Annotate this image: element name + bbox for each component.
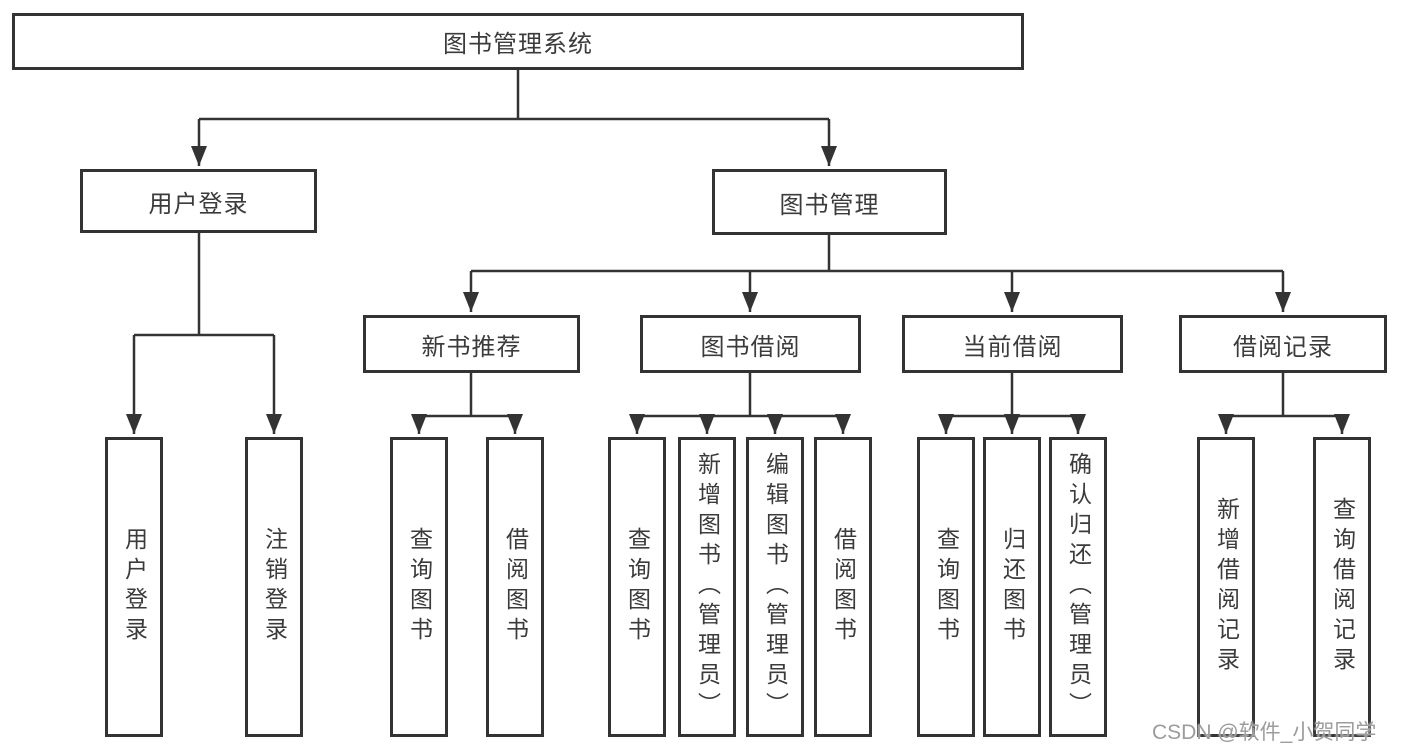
leaf-user-login: 用户登录 [105,437,163,737]
node-label: 用户登录 [148,190,249,218]
node-label: 图书管理 [779,191,880,219]
leaf-label: 新增借阅记录 [1213,497,1240,677]
leaf-add-books-admin: 新增图书（管理员） [678,437,736,737]
node-label: 图书借阅 [700,333,801,361]
node-borrow-records: 借阅记录 [1179,315,1387,373]
leaf-label: 编辑图书（管理员） [762,452,789,722]
leaf-confirm-return-admin: 确认归还（管理员） [1049,437,1107,737]
leaf-return-books: 归还图书 [983,437,1041,737]
leaf-label: 查询图书 [406,527,433,647]
node-label: 图书管理系统 [443,31,593,58]
leaf-logout: 注销登录 [245,437,303,737]
node-library-management-system: 图书管理系统 [12,13,1024,70]
leaf-label: 借阅图书 [502,527,529,647]
leaf-label: 确认归还（管理员） [1065,452,1092,722]
leaf-edit-books-admin: 编辑图书（管理员） [746,437,804,737]
leaf-add-borrow-record: 新增借阅记录 [1197,437,1255,737]
node-book-borrow: 图书借阅 [640,315,861,373]
leaf-label: 注销登录 [261,527,288,647]
leaf-query-books-recommend: 查询图书 [390,437,448,737]
node-new-book-recommend: 新书推荐 [363,315,580,373]
node-user-login: 用户登录 [80,169,317,233]
leaf-label: 用户登录 [121,527,148,647]
leaf-label: 借阅图书 [830,527,857,647]
leaf-borrow-books-recommend: 借阅图书 [486,437,544,737]
leaf-label: 查询借阅记录 [1329,497,1356,677]
leaf-query-books-borrow: 查询图书 [608,437,666,737]
node-book-management: 图书管理 [712,169,947,235]
leaf-borrow-books: 借阅图书 [814,437,872,737]
csdn-watermark: CSDN @软件_小贺同学 [1152,721,1377,744]
node-current-borrow: 当前借阅 [902,315,1123,373]
node-label: 当前借阅 [962,333,1063,361]
leaf-label: 查询图书 [624,527,651,647]
leaf-label: 新增图书（管理员） [694,452,721,722]
leaf-query-borrow-record: 查询借阅记录 [1313,437,1371,737]
leaf-label: 归还图书 [999,527,1026,647]
node-label: 新书推荐 [421,333,522,361]
node-label: 借阅记录 [1233,333,1333,361]
leaf-label: 查询图书 [933,527,960,647]
leaf-query-books-current: 查询图书 [917,437,975,737]
